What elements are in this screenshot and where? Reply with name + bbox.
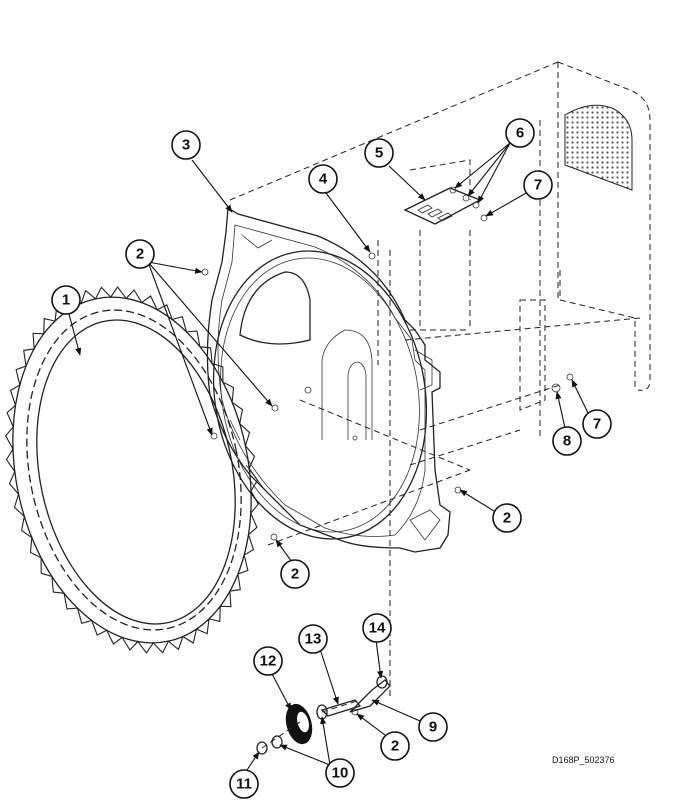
callout-6-label: 6 [516, 125, 524, 142]
callout-1-label: 1 [62, 292, 70, 309]
door-seal [5, 286, 259, 654]
door-seal-serration [5, 286, 259, 654]
callout-2-right: 2 [492, 503, 522, 533]
callout-11-label: 11 [236, 776, 252, 793]
callout-11: 11 [229, 769, 259, 799]
idler-assembly [256, 675, 391, 755]
callout-2-bottom: 2 [280, 559, 310, 589]
callout-6: 6 [505, 118, 535, 148]
callout-1: 1 [51, 285, 81, 315]
callout-3-label: 3 [182, 137, 190, 154]
callout-2-left: 2 [125, 239, 155, 269]
callout-8-label: 8 [563, 433, 571, 450]
callout-2-bottom-label: 2 [291, 566, 299, 583]
callout-4: 4 [308, 164, 338, 194]
callout-7-top-label: 7 [534, 177, 542, 194]
callout-7-top: 7 [523, 170, 553, 200]
callout-2-left-label: 2 [136, 246, 144, 263]
callout-5: 5 [364, 138, 394, 168]
callout-14: 14 [362, 613, 392, 643]
callout-9: 9 [418, 712, 448, 742]
callout-2-idler-label: 2 [391, 738, 399, 755]
callout-5-label: 5 [375, 145, 383, 162]
exhaust-grille [564, 104, 633, 191]
callout-13-label: 13 [305, 631, 322, 648]
callout-7-bottom: 7 [582, 409, 612, 439]
callout-3: 3 [171, 130, 201, 160]
terminal-block [403, 186, 482, 225]
callout-7-bottom-label: 7 [593, 416, 601, 433]
door-seal-teeth [5, 286, 259, 654]
front-panel [206, 206, 451, 553]
callout-12-label: 12 [260, 653, 277, 670]
drawing-reference: D168P_502376 [552, 755, 615, 765]
callout-8: 8 [552, 426, 582, 456]
leader-lines [68, 142, 589, 774]
callout-12: 12 [253, 646, 283, 676]
callout-10-label: 10 [332, 765, 349, 782]
callout-9-label: 9 [429, 719, 437, 736]
callout-4-label: 4 [319, 171, 328, 188]
callout-14-label: 14 [369, 620, 386, 637]
callout-2-idler: 2 [380, 731, 410, 761]
callout-10: 10 [325, 758, 355, 788]
callout-2-right-label: 2 [503, 510, 511, 527]
callout-13: 13 [298, 624, 328, 654]
